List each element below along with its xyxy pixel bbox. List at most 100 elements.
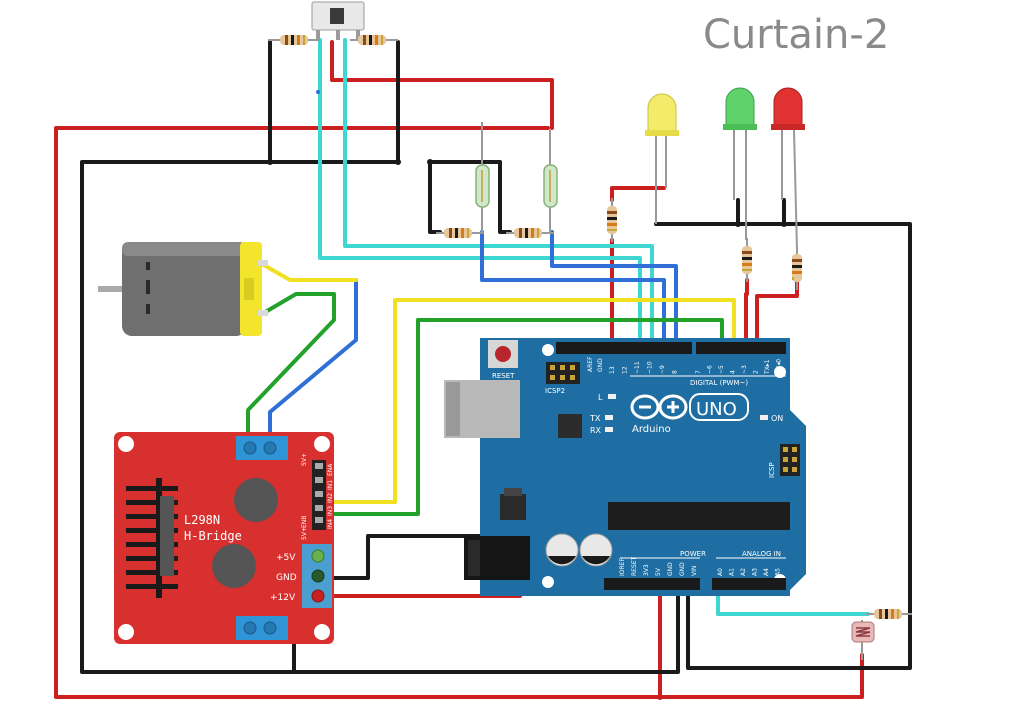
- wire-red-top: [330, 40, 554, 130]
- wire-cyan-switch-b: [343, 38, 654, 350]
- analog-header: [712, 578, 786, 590]
- l298n-label-gnd: GND: [276, 573, 297, 583]
- usb-chip: [558, 414, 582, 438]
- led-red: [771, 87, 805, 251]
- resistor-led-green: [742, 238, 752, 282]
- power-pin-labels: IOREF RESET 3V3 5V GND GND VIN: [619, 556, 698, 576]
- digital-pin-label-13: RX◂0: [776, 359, 783, 374]
- power-pin-label-1: RESET: [631, 556, 638, 576]
- icsp2-header: [546, 362, 580, 384]
- l298n-side-label-4: IN3: [327, 506, 334, 516]
- reed-switches: [475, 122, 558, 232]
- led-rx-label: RX: [590, 426, 602, 435]
- wire-black-main: [80, 40, 680, 674]
- wire-red-ldr: [658, 653, 864, 699]
- voltage-regulator: [500, 494, 526, 520]
- analog-pin-label-4: A4: [763, 568, 770, 576]
- power-pin-label-6: VIN: [691, 566, 698, 576]
- power-pin-label-5: GND: [679, 562, 686, 576]
- digital-header: [556, 342, 786, 354]
- wire-red-pin2: [755, 278, 799, 350]
- l298n-capacitor-bottom: [212, 544, 256, 588]
- digital-pin-label-11: 2: [753, 370, 760, 374]
- photoresistor: [851, 620, 875, 660]
- wire-green-ctrl: [324, 318, 724, 516]
- analog-pin-label-1: A1: [729, 568, 736, 576]
- wire-blue-reed-b: [550, 230, 678, 350]
- leds: [645, 87, 805, 251]
- power-pin-label-4: GND: [667, 562, 674, 576]
- analog-label: ANALOG IN: [742, 550, 781, 558]
- wires: [54, 38, 912, 699]
- wire-blue-reed-a: [480, 230, 666, 350]
- power-pin-label-3: 5V: [655, 567, 662, 576]
- icsp2-label: ICSP2: [545, 387, 565, 395]
- analog-pin-label-0: A0: [717, 568, 724, 576]
- wire-blue-motor: [268, 278, 358, 442]
- wire-yellow-motor: [260, 262, 358, 282]
- power-header: [604, 578, 700, 590]
- resistor-top-right: [350, 35, 398, 45]
- arduino-brand: Arduino: [632, 424, 671, 435]
- wire-red-pin3: [744, 278, 749, 350]
- wire-black-reed-right: [428, 160, 512, 234]
- arduino-uno: RESET ICSP2 L TX RX ON Arduino UNO: [444, 338, 806, 596]
- led-yellow: [645, 93, 679, 224]
- icsp-label: ICSP: [768, 462, 776, 478]
- l298n-side-label-2: IN1: [327, 480, 334, 490]
- led-tx-label: TX: [589, 414, 601, 423]
- terminal-motor-b: [236, 616, 288, 640]
- analog-pin-label-5: A5: [775, 568, 782, 576]
- reset-label: RESET: [492, 372, 515, 380]
- digital-pin-label-0: 13: [609, 366, 616, 374]
- resistor-led-yellow: [607, 198, 617, 242]
- l298n-side-label-6: ENB: [301, 516, 308, 528]
- l298n-side-label-0: 5V+: [301, 453, 308, 466]
- led-on-label: ON: [771, 414, 783, 423]
- digital-pin-label-8: ~5: [718, 365, 725, 374]
- junctions: [267, 90, 787, 700]
- wire-black-right: [654, 222, 912, 670]
- power-pin-label-0: IOREF: [619, 558, 626, 576]
- resistor-led-red: [792, 248, 802, 290]
- aref-label: AREF: [587, 356, 594, 372]
- wire-yellow-ctrl: [324, 298, 736, 504]
- resistor-reed-a: [436, 228, 484, 238]
- wire-red-main: [54, 126, 662, 699]
- icsp-header: [780, 444, 800, 476]
- wire-green-motor: [246, 292, 336, 442]
- l298n-label-12v: +12V: [270, 593, 296, 603]
- resistor-reed-b: [506, 228, 554, 238]
- digital-pin-label-2: ~11: [634, 361, 641, 374]
- led-green: [723, 87, 757, 240]
- digital-pin-label-6: 7: [695, 370, 702, 374]
- analog-pin-labels: A0 A1 A2 A3 A4 A5: [717, 568, 782, 576]
- digital-label: DIGITAL (PWM~): [690, 379, 748, 387]
- power-pin-label-2: 3V3: [643, 564, 650, 576]
- terminal-power: [302, 544, 332, 608]
- l298n-side-label-7: 5V+: [301, 527, 308, 540]
- resistors: [268, 35, 912, 619]
- heatsink: [126, 478, 178, 598]
- analog-pin-label-3: A3: [752, 568, 759, 576]
- resistor-top-left: [268, 35, 320, 45]
- digital-pin-label-7: ~6: [707, 365, 714, 374]
- l298n-header: [312, 460, 326, 530]
- wire-red-led-yellow: [610, 186, 666, 202]
- l298n-title-line2: H-Bridge: [184, 529, 242, 543]
- reed-switch-left: [475, 122, 490, 232]
- reed-switch-right: [543, 130, 558, 232]
- arduino-logo-icon: [630, 394, 688, 420]
- diagram-title: Curtain-2: [703, 12, 890, 58]
- l298n-label-5v: +5V: [276, 553, 296, 563]
- l298n-side-label-5: IN4: [327, 519, 334, 529]
- led-l-label: L: [598, 393, 603, 402]
- terminal-motor-a: [236, 436, 288, 460]
- dc-motor: [98, 242, 268, 336]
- analog-pin-label-2: A2: [740, 568, 747, 576]
- digital-pin-label-9: 4: [730, 370, 737, 374]
- digital-pin-label-12: TX▸1: [764, 359, 771, 375]
- power-label: POWER: [680, 550, 706, 558]
